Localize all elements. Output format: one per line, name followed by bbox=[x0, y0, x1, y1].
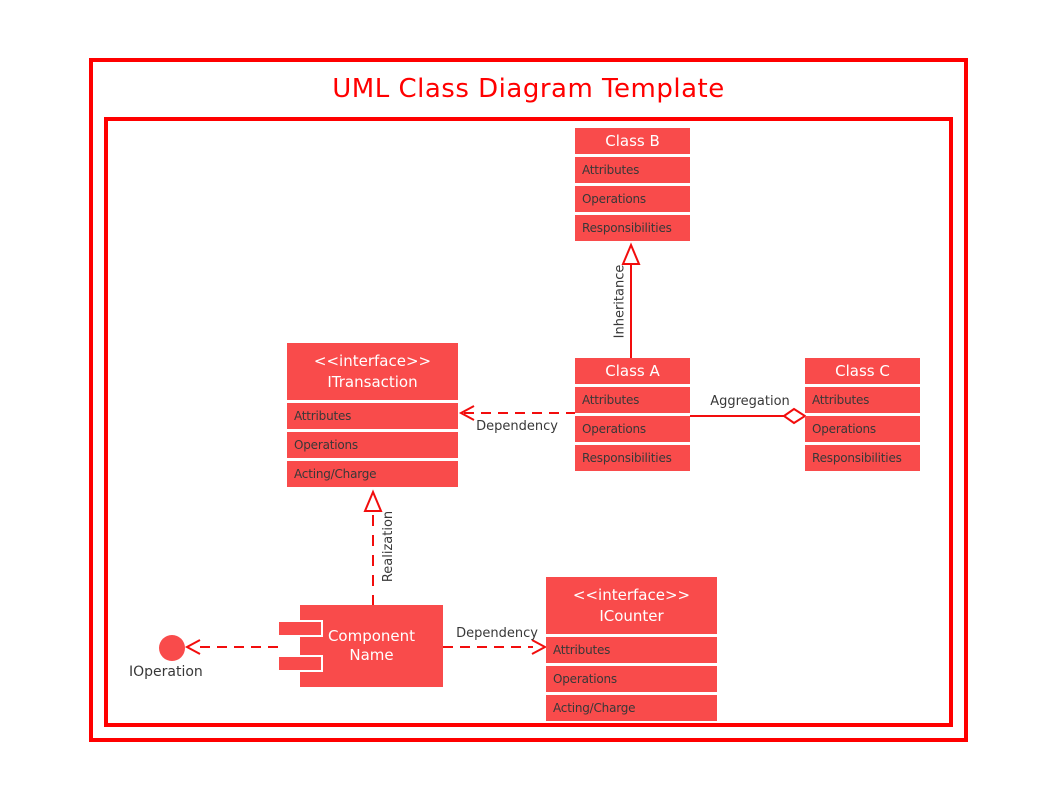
class-compartment: Operations bbox=[575, 416, 690, 442]
class-name: Class A bbox=[575, 358, 690, 384]
open-arrowhead-icon bbox=[184, 639, 201, 655]
class-compartment: Responsibilities bbox=[805, 445, 920, 471]
class-box-class-c[interactable]: Class C Attributes Operations Responsibi… bbox=[805, 358, 920, 471]
class-name: Class B bbox=[575, 128, 690, 154]
inheritance-connector[interactable] bbox=[614, 242, 648, 360]
interface-header: <<interface>> ITransaction bbox=[287, 343, 458, 400]
dependency-component-ioperation-connector[interactable] bbox=[184, 636, 280, 658]
realization-label: Realization bbox=[381, 510, 396, 583]
class-compartment: Responsibilities bbox=[575, 445, 690, 471]
realization-connector[interactable] bbox=[356, 489, 390, 607]
class-compartment: Acting/Charge bbox=[546, 695, 717, 721]
realization-arrowhead-icon bbox=[363, 489, 383, 512]
class-compartment: Attributes bbox=[575, 387, 690, 413]
interface-stereotype: <<interface>> bbox=[313, 352, 432, 370]
inner-frame bbox=[104, 117, 953, 727]
class-compartment: Operations bbox=[287, 432, 458, 458]
ioperation-label: IOperation bbox=[129, 664, 203, 680]
class-compartment: Operations bbox=[546, 666, 717, 692]
open-arrowhead-icon bbox=[458, 405, 475, 421]
class-compartment: Attributes bbox=[575, 157, 690, 183]
open-arrowhead-icon bbox=[531, 639, 548, 655]
interface-name: ICounter bbox=[599, 607, 664, 625]
dependency-component-icounter-connector[interactable] bbox=[443, 636, 548, 658]
aggregation-diamond-icon bbox=[782, 407, 806, 425]
dependency-classa-itransaction-connector[interactable] bbox=[458, 402, 576, 424]
ball-interface-icon[interactable] bbox=[159, 635, 185, 661]
outer-frame bbox=[89, 58, 968, 742]
inheritance-label: Inheritance bbox=[612, 264, 628, 339]
component-tab-icon bbox=[277, 655, 323, 672]
interface-stereotype: <<interface>> bbox=[572, 586, 691, 604]
dependency-right-label: Dependency bbox=[456, 626, 538, 641]
class-compartment: Attributes bbox=[546, 637, 717, 663]
interface-name: ITransaction bbox=[327, 373, 418, 391]
component-box[interactable]: Component Name bbox=[277, 605, 443, 687]
component-tab-icon bbox=[277, 620, 323, 637]
interface-header: <<interface>> ICounter bbox=[546, 577, 717, 634]
component-name: Component Name bbox=[327, 627, 416, 664]
class-box-class-a[interactable]: Class A Attributes Operations Responsibi… bbox=[575, 358, 690, 471]
class-name: Class C bbox=[805, 358, 920, 384]
class-box-class-b[interactable]: Class B Attributes Operations Responsibi… bbox=[575, 128, 690, 241]
interface-box-icounter[interactable]: <<interface>> ICounter Attributes Operat… bbox=[546, 577, 717, 721]
page-title: UML Class Diagram Template bbox=[332, 74, 725, 104]
class-compartment: Attributes bbox=[805, 387, 920, 413]
class-compartment: Attributes bbox=[287, 403, 458, 429]
class-compartment: Operations bbox=[575, 186, 690, 212]
class-compartment: Operations bbox=[805, 416, 920, 442]
aggregation-label: Aggregation bbox=[710, 394, 790, 409]
class-compartment: Responsibilities bbox=[575, 215, 690, 241]
interface-box-itransaction[interactable]: <<interface>> ITransaction Attributes Op… bbox=[287, 343, 458, 487]
class-compartment: Acting/Charge bbox=[287, 461, 458, 487]
dependency-left-label: Dependency bbox=[476, 419, 558, 434]
